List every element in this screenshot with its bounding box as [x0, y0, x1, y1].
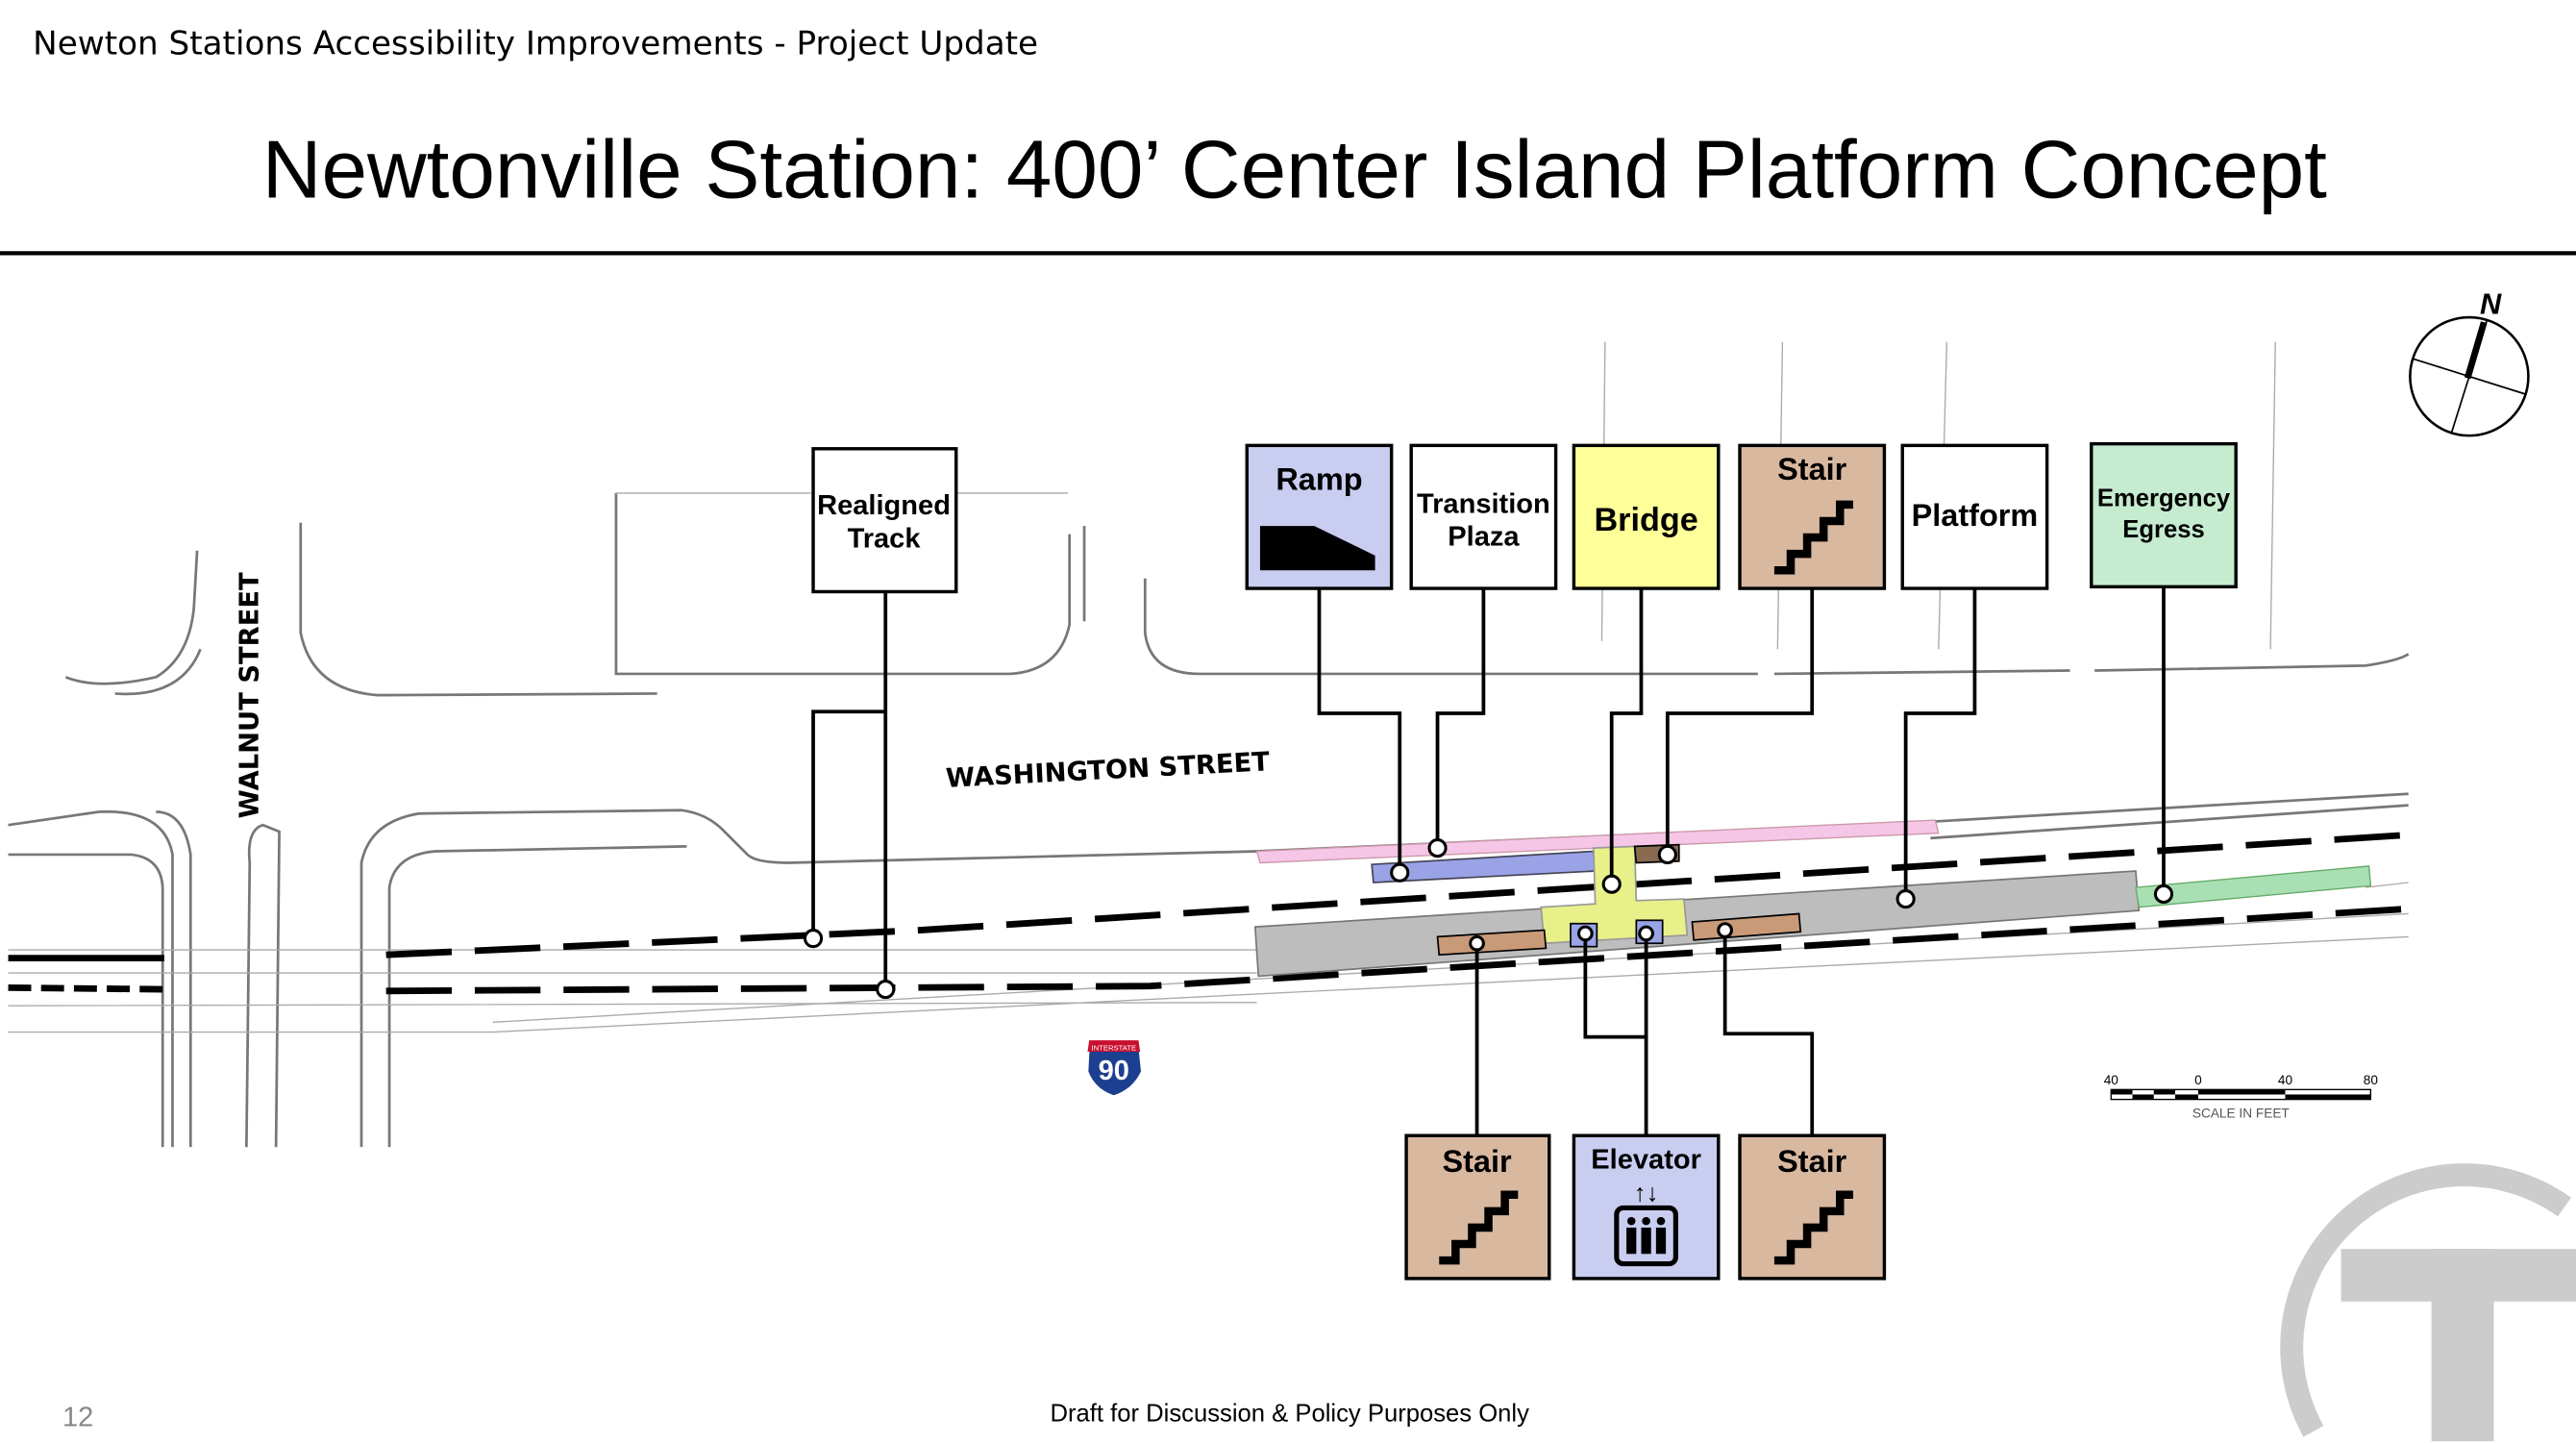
elevator-icon: ↑↓ [1614, 1181, 1678, 1267]
callout-label: Stair [1777, 452, 1847, 486]
walnut-street-label: WALNUT STREET [235, 572, 264, 818]
scale-tick: 40 [2104, 1073, 2119, 1087]
north-arrow-icon: N [2409, 287, 2530, 437]
callout-label: Realigned [817, 490, 951, 521]
north-label: N [2480, 287, 2502, 321]
scale-caption: SCALE IN FEET [2192, 1106, 2291, 1120]
callout-label: Transition [1417, 488, 1550, 519]
stair-icon [1773, 1190, 1853, 1265]
pink-sidewalk [1255, 819, 1940, 864]
callout-stair-bottom-left: Stair [1404, 1133, 1551, 1281]
washington-street-label: WASHINGTON STREET [945, 747, 1271, 794]
scale-tick: 0 [2194, 1073, 2202, 1087]
emergency-egress-path [2135, 865, 2372, 908]
callout-transition-plaza: Transition Plaza [1409, 443, 1558, 590]
svg-text:↑↓: ↑↓ [1634, 1181, 1659, 1207]
callout-label: Emergency [2097, 485, 2231, 512]
stair-west [1436, 929, 1548, 957]
callout-ramp: Ramp [1245, 443, 1394, 590]
callout-label: Ramp [1276, 462, 1362, 497]
callout-elevator: Elevator ↑↓ [1572, 1133, 1721, 1281]
callout-label: Stair [1442, 1144, 1512, 1179]
ramp-icon [1259, 526, 1375, 571]
callout-label: Bridge [1594, 502, 1697, 538]
disclaimer: Draft for Discussion & Policy Purposes O… [1050, 1401, 1529, 1428]
deck-title: Newton Stations Accessibility Improvemen… [33, 25, 1038, 63]
callout-label: Platform [1912, 498, 2039, 533]
callout-stair-bottom-right: Stair [1738, 1133, 1887, 1281]
shield-number: 90 [1099, 1056, 1129, 1086]
callout-realigned-track: Realigned Track [811, 447, 958, 594]
callout-emergency-egress: Emergency Egress [2090, 441, 2238, 589]
stair-icon [1439, 1190, 1519, 1265]
tracks [8, 832, 2409, 995]
stair-icon [1773, 500, 1853, 575]
scale-tick: 80 [2364, 1073, 2379, 1087]
callout-label: Plaza [1448, 522, 1520, 553]
callout-platform: Platform [1900, 443, 2049, 590]
mbta-logo-watermark [2280, 1163, 2576, 1442]
bridge [1540, 845, 1689, 945]
callout-bridge: Bridge [1572, 443, 1721, 590]
callout-label: Elevator [1591, 1144, 1701, 1175]
scale-bar: 40 0 40 80 SCALE IN FEET [2104, 1073, 2379, 1120]
callout-label: Egress [2122, 516, 2204, 543]
callout-label: Stair [1777, 1144, 1847, 1179]
callout-stair-top: Stair [1738, 443, 1887, 590]
callout-leaders [803, 586, 2174, 1136]
shield-top-text: INTERSTATE [1091, 1043, 1136, 1052]
slide-title: Newtonville Station: 400’ Center Island … [262, 124, 2327, 215]
scale-tick: 40 [2278, 1073, 2293, 1087]
callout-label: Track [848, 523, 922, 554]
interstate-90-shield: INTERSTATE 90 [1086, 1039, 1143, 1098]
page-number: 12 [62, 1403, 93, 1433]
